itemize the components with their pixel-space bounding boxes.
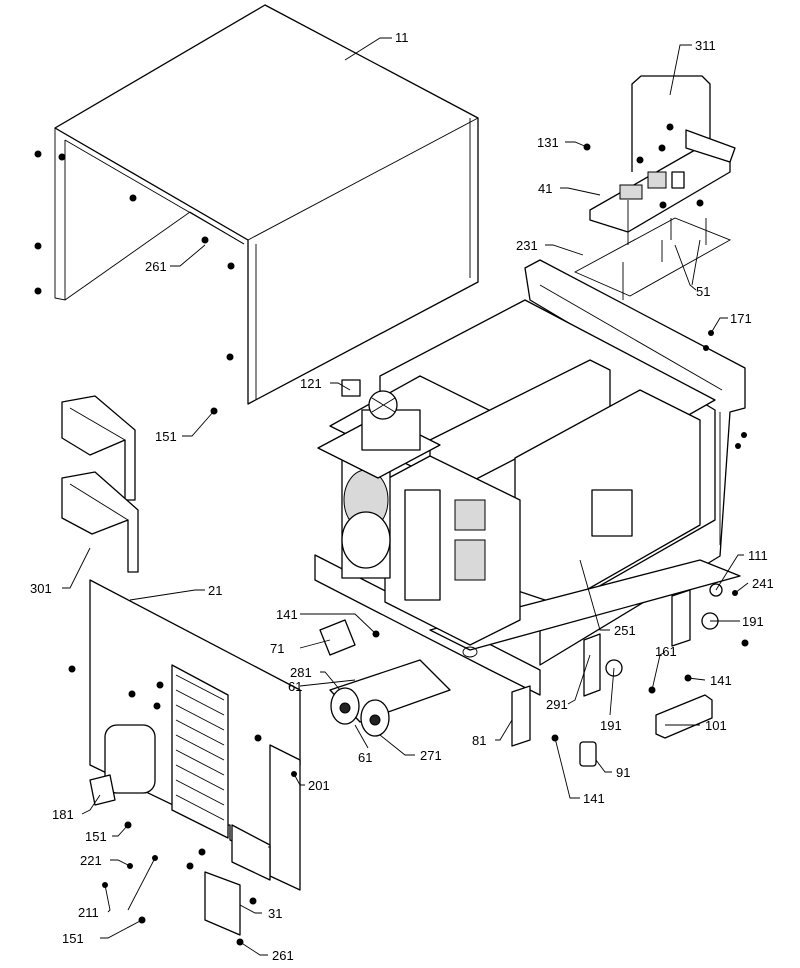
callout-261-bottom: 261 [272, 948, 294, 963]
callout-131: 131 [537, 135, 559, 150]
fan-assembly [341, 379, 421, 451]
callout-labels: 11 311 131 41 231 51 261 171 121 151 301… [30, 30, 774, 963]
callout-281: 281 [290, 665, 312, 680]
callout-141-right: 141 [710, 673, 732, 688]
callout-191-lower: 191 [600, 718, 622, 733]
callout-141-bottom: 141 [583, 791, 605, 806]
chassis-screws [703, 330, 747, 449]
callout-261-top: 261 [145, 259, 167, 274]
callout-291: 291 [546, 697, 568, 712]
front-panel [89, 579, 301, 861]
fan-cover-strip [319, 619, 356, 656]
fuse [579, 741, 597, 767]
callout-211: 211 [78, 905, 99, 920]
callout-81: 81 [472, 733, 486, 748]
callout-251: 251 [614, 623, 636, 638]
callout-171: 171 [730, 311, 752, 326]
callout-151-top: 151 [155, 429, 177, 444]
leader-lines [62, 37, 749, 956]
callout-121: 121 [300, 376, 322, 391]
switch-bracket [511, 589, 691, 747]
callout-101: 101 [705, 718, 727, 733]
callout-151-bottom: 151 [62, 931, 84, 946]
callout-71: 71 [270, 641, 284, 656]
callout-31: 31 [268, 906, 282, 921]
callout-11: 11 [395, 30, 409, 45]
callout-161: 161 [655, 644, 677, 659]
insulation-sheet [573, 217, 732, 297]
callout-111: 111 [748, 548, 768, 563]
callout-191-right: 191 [742, 614, 764, 629]
callout-241: 241 [752, 576, 774, 591]
outer-cover [54, 4, 479, 405]
callout-141-left: 141 [276, 607, 298, 622]
callout-51: 51 [696, 284, 710, 299]
rear-plate [204, 744, 301, 936]
callout-21: 21 [208, 583, 222, 598]
capacitors [329, 659, 451, 737]
callout-311: 311 [695, 38, 716, 53]
callout-61-upper: 61 [288, 679, 302, 694]
callout-301: 301 [30, 581, 52, 596]
terminal-block [655, 694, 713, 739]
callout-221: 221 [80, 853, 102, 868]
callout-271: 271 [420, 748, 442, 763]
callout-41: 41 [538, 181, 552, 196]
callout-151-mid: 151 [85, 829, 107, 844]
control-board [583, 75, 736, 300]
handles [61, 395, 139, 573]
callout-91: 91 [616, 765, 630, 780]
callout-61-lower: 61 [358, 750, 372, 765]
callout-201: 201 [308, 778, 330, 793]
callout-181: 181 [52, 807, 74, 822]
callout-231: 231 [516, 238, 538, 253]
